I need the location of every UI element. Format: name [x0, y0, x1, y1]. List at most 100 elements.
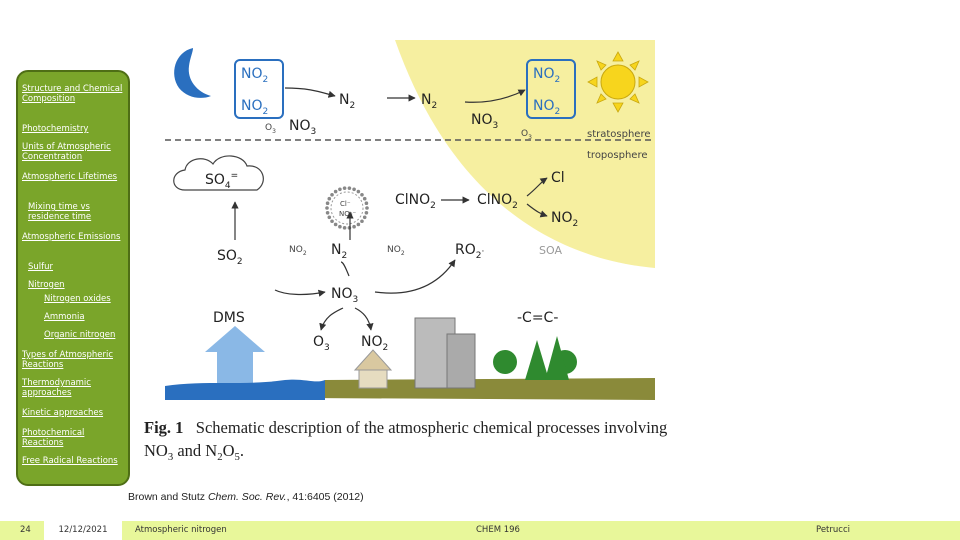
aerosol-dot — [342, 226, 347, 230]
nav-item[interactable]: Atmospheric Lifetimes — [22, 172, 118, 182]
nav-item[interactable]: Atmospheric Emissions — [22, 232, 121, 242]
aerosol-dot — [352, 187, 356, 192]
moon-icon — [174, 48, 211, 98]
trop-no3: NO3 — [331, 286, 358, 305]
aerosol-dot — [356, 189, 361, 194]
footer-course: CHEM 196 — [476, 525, 520, 535]
aerosol-dot — [325, 206, 329, 210]
caption-end: . — [239, 441, 244, 460]
trop-no2-left: NO2 — [289, 245, 307, 257]
caption-text-3: O — [222, 441, 235, 460]
trop-no2-right: NO2 — [387, 245, 405, 257]
dms-label: DMS — [213, 310, 245, 326]
trop-n2o5: N2 — [331, 242, 347, 261]
ro2-label: RO2· — [455, 242, 484, 261]
nav-item[interactable]: Structure and Chemical Composition — [22, 84, 123, 104]
nav-item[interactable]: Ammonia — [44, 312, 85, 322]
troposphere-label: troposphere — [587, 150, 648, 161]
soa-label: SOA — [539, 244, 562, 257]
sun-icon — [587, 51, 649, 113]
nav-item[interactable]: Units of Atmospheric Concentration — [22, 142, 111, 162]
clno2-left: ClNO2 — [395, 192, 436, 211]
clno2-no2: NO2 — [551, 210, 578, 229]
figure-caption: Fig. 1 Schematic description of the atmo… — [144, 418, 668, 463]
day-no2-top: NO2 — [533, 66, 560, 85]
sulfate-label: SO4= — [205, 171, 238, 191]
cloud-icon — [173, 155, 264, 191]
so2-label: SO2 — [217, 248, 243, 267]
particle-nitrate: NO₃⁻ — [339, 210, 357, 218]
nav-item[interactable]: Thermodynamic approaches — [22, 378, 91, 398]
day-nox-box — [526, 59, 576, 119]
stratosphere-label: stratosphere — [587, 129, 651, 140]
aerosol-dot — [362, 215, 367, 220]
house — [358, 369, 388, 389]
footer-bar: 24 12/12/2021 Atmospheric nitrogen CHEM … — [0, 521, 960, 540]
nav-item[interactable]: Nitrogen oxides — [44, 294, 111, 304]
night-nox-box — [234, 59, 284, 119]
nav-item[interactable]: Kinetic approaches — [22, 408, 104, 418]
nav-item[interactable]: Organic nitrogen — [44, 330, 116, 340]
nav-item[interactable]: Mixing time vs residence time — [28, 202, 92, 222]
aerosol-dot — [330, 219, 334, 224]
aerosol-dot — [338, 224, 342, 229]
aerosol-dot — [364, 210, 369, 215]
aerosol-dot — [352, 224, 356, 229]
aerosol-dot — [325, 201, 330, 206]
aerosol-dot — [360, 192, 364, 197]
day-o3: O3 — [521, 129, 532, 141]
day-no3: NO3 — [471, 112, 498, 131]
schematic-figure: stratosphere troposphere NO2 NO2 NO3 O3 … — [165, 40, 655, 400]
clno2-right: ClNO2 — [477, 192, 518, 211]
night-no3: NO3 — [289, 118, 316, 137]
house-roof — [353, 349, 393, 371]
night-no2-bottom: NO2 — [241, 98, 268, 117]
citation-details: , 41:6405 (2012) — [286, 491, 364, 503]
citation: Brown and Stutz Chem. Soc. Rev., 41:6405… — [128, 491, 364, 503]
night-o3: O3 — [265, 123, 276, 135]
aerosol-dot — [347, 186, 352, 190]
aerosol-dot — [333, 189, 338, 194]
citation-journal: Chem. Soc. Rev. — [207, 491, 287, 503]
ocean — [165, 379, 325, 400]
aerosol-dot — [325, 210, 330, 215]
aerosol-dot — [362, 196, 367, 201]
bottom-no2: NO2 — [361, 334, 388, 353]
nav-item[interactable]: Types of Atmospheric Reactions — [22, 350, 113, 370]
aerosol-dot — [330, 192, 334, 197]
citation-authors: Brown and Stutz — [128, 491, 206, 503]
particle-chloride: Cl⁻ — [340, 200, 351, 208]
footer-title: Atmospheric nitrogen — [135, 525, 227, 535]
aerosol-dot — [360, 219, 364, 224]
strat-n2o5-right: N2 — [421, 92, 437, 111]
footer-page-number: 24 — [20, 525, 31, 535]
aerosol-dot — [327, 215, 332, 220]
caption-text-2: and N — [173, 441, 218, 460]
caption-text: Schematic description of the atmospheric… — [144, 418, 668, 460]
building — [446, 333, 476, 389]
aerosol-dot — [338, 187, 342, 192]
strat-n2o5-left: N2 — [339, 92, 355, 111]
alkene-label: -C=C- — [517, 310, 558, 326]
day-no2-bottom: NO2 — [533, 98, 560, 117]
aerosol-particle — [325, 186, 369, 230]
nav-item[interactable]: Free Radical Reactions — [22, 456, 118, 466]
trees — [493, 336, 577, 380]
bottom-o3: O3 — [313, 334, 330, 353]
cl-radical: Cl — [551, 170, 565, 186]
aerosol-dot — [327, 196, 332, 201]
emission-arrow — [205, 326, 265, 390]
aerosol-dot — [364, 201, 369, 206]
nav-item[interactable]: Nitrogen — [28, 280, 65, 290]
aerosol-dot — [356, 222, 361, 227]
nav-item[interactable]: Photochemical Reactions — [22, 428, 85, 448]
daylight-region — [395, 40, 655, 268]
nav-item[interactable]: Photochemistry — [22, 124, 89, 134]
aerosol-dot — [333, 222, 338, 227]
nav-item[interactable]: Sulfur — [28, 262, 54, 272]
ground — [305, 378, 655, 400]
footer-author: Petrucci — [816, 525, 850, 535]
footer-date: 12/12/2021 — [44, 521, 122, 540]
aerosol-dot — [342, 186, 347, 190]
